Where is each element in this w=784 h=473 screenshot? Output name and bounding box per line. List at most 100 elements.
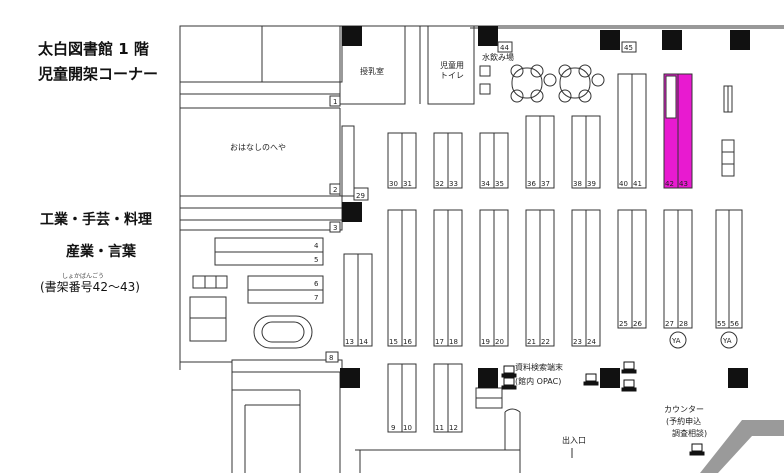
- counter-label-2: (予約申込: [666, 416, 701, 426]
- water-fountain-label: 水飲み場: [482, 52, 514, 62]
- shelf-number: 9: [391, 424, 395, 432]
- shelf-number: 36: [527, 180, 536, 188]
- corridor-strip: [179, 81, 341, 95]
- category-line2: 産業・言葉: [66, 244, 136, 260]
- room-topleft2: [261, 25, 343, 83]
- shelf-number: 10: [403, 424, 412, 432]
- pillar: [342, 26, 362, 46]
- shelf-number: 43: [679, 180, 688, 188]
- shelf-number: 11: [435, 424, 444, 432]
- shelf-number: 15: [389, 338, 398, 346]
- round-table-1: [511, 67, 543, 99]
- shelf-number: 5: [314, 256, 318, 264]
- computer-icon: [689, 443, 705, 456]
- shelf-number: 13: [345, 338, 354, 346]
- pillar: [340, 368, 360, 388]
- shelf-number: 22: [541, 338, 550, 346]
- opac-label-1: 資料検索端末: [515, 362, 563, 372]
- shelf-number: 41: [633, 180, 642, 188]
- ya-marker-1: [669, 331, 687, 349]
- pillar: [478, 368, 498, 388]
- shelf-number: 1: [333, 98, 337, 106]
- shelf-7: [247, 289, 324, 304]
- shelf-number: 25: [619, 320, 628, 328]
- shelf-number: 18: [449, 338, 458, 346]
- shelf-number: 7: [314, 294, 318, 302]
- category-line1: 工業・手芸・料理: [40, 212, 152, 228]
- pillar: [728, 368, 748, 388]
- shelf-number: 19: [481, 338, 490, 346]
- shelf-number: 30: [389, 180, 398, 188]
- shelf-number: 8: [329, 354, 333, 362]
- shelf-number: 37: [541, 180, 550, 188]
- legend-panel: 太白図書館 1 階 児童開架コーナー 工業・手芸・料理 産業・言葉 しょかばんご…: [0, 0, 180, 473]
- sofa-outer: [253, 315, 313, 349]
- category-ruby: しょかばんごう: [62, 273, 105, 280]
- ya-marker-2: [720, 331, 738, 349]
- band-1: [179, 195, 343, 209]
- shelf-number: 45: [624, 44, 633, 52]
- shelf-number: 32: [435, 180, 444, 188]
- pillar: [600, 368, 620, 388]
- computer-icon: [583, 373, 599, 386]
- shelf-number: 31: [403, 180, 412, 188]
- computer-icon: [501, 377, 517, 390]
- ya-label: YA: [671, 337, 681, 345]
- room-topleft: [179, 25, 263, 83]
- map-title-line2: 児童開架コーナー: [38, 65, 159, 83]
- shelf-number: 29: [356, 192, 365, 200]
- partition-2: [341, 125, 355, 197]
- kids-toilet: [427, 25, 475, 105]
- shelf-number: 33: [449, 180, 458, 188]
- category-shelf-note: (書架番号42～43): [40, 280, 140, 294]
- band-8: [231, 359, 343, 373]
- shelf-4: [214, 237, 324, 253]
- shelf-number: 26: [633, 320, 642, 328]
- shelf-number: 42: [665, 180, 674, 188]
- map-title-line1: 太白図書館 1 階: [38, 40, 149, 58]
- counter-label-3: 調査相談): [672, 428, 707, 438]
- shelf-number: 20: [495, 338, 504, 346]
- shelf-number: 12: [449, 424, 458, 432]
- pillar: [730, 30, 750, 50]
- shelf-number: 44: [500, 44, 509, 52]
- kids-toilet-label-2: トイレ: [440, 71, 464, 80]
- pillar: [478, 26, 498, 46]
- shelf-number: 2: [333, 186, 337, 194]
- shelf-number: 4: [314, 242, 319, 250]
- shelf-number: 34: [481, 180, 490, 188]
- pillar: [600, 30, 620, 50]
- shelf-number: 55: [717, 320, 726, 328]
- computer-icon: [621, 379, 637, 392]
- shelf-number: 6: [314, 280, 319, 288]
- shelf-number: 39: [587, 180, 596, 188]
- shelf-number: 27: [665, 320, 674, 328]
- kids-toilet-label-1: 児童用: [440, 60, 464, 70]
- shelf-number: 14: [359, 338, 368, 346]
- shelf-29: [353, 187, 369, 201]
- small-box: [192, 275, 228, 289]
- round-table-2: [559, 67, 591, 99]
- computer-icon: [501, 365, 517, 378]
- nursing-room: [339, 25, 406, 105]
- entrance-label: 出入口: [562, 435, 586, 445]
- band-3: [179, 219, 343, 231]
- story-room-label: おはなしのへや: [230, 143, 286, 152]
- pillar: [342, 202, 362, 222]
- shelf-number: 38: [573, 180, 582, 188]
- sofa-inner: [261, 321, 305, 343]
- shelf-number: 21: [527, 338, 536, 346]
- shelf-6: [247, 275, 324, 291]
- computer-icon: [621, 361, 637, 374]
- band-2: [179, 207, 343, 221]
- shelf-number: 3: [333, 224, 337, 232]
- ya-label: YA: [722, 337, 732, 345]
- shelf-5: [214, 251, 324, 266]
- counter-label-1: カウンター: [664, 405, 704, 414]
- shelf-number: 24: [587, 338, 596, 346]
- shelf-number: 17: [435, 338, 444, 346]
- shelf-number: 35: [495, 180, 504, 188]
- shelf-number: 23: [573, 338, 582, 346]
- stairs-icon: [700, 420, 784, 473]
